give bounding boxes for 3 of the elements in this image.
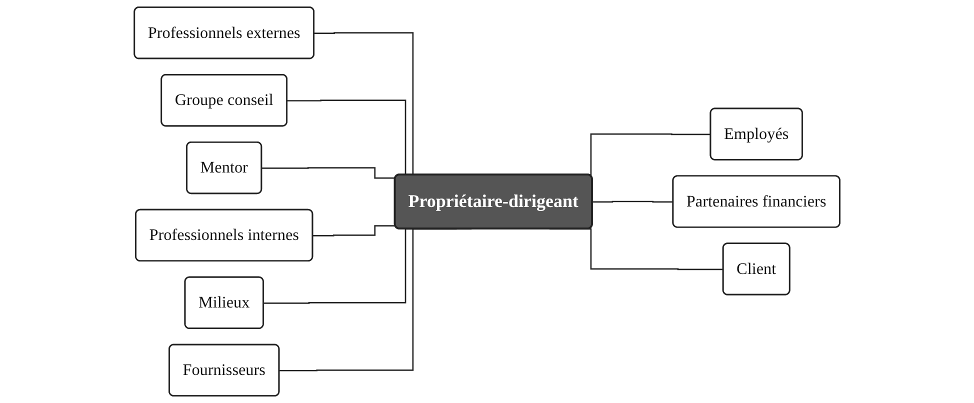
connector: [312, 225, 396, 236]
connector: [592, 200, 674, 203]
connector: [262, 167, 396, 179]
